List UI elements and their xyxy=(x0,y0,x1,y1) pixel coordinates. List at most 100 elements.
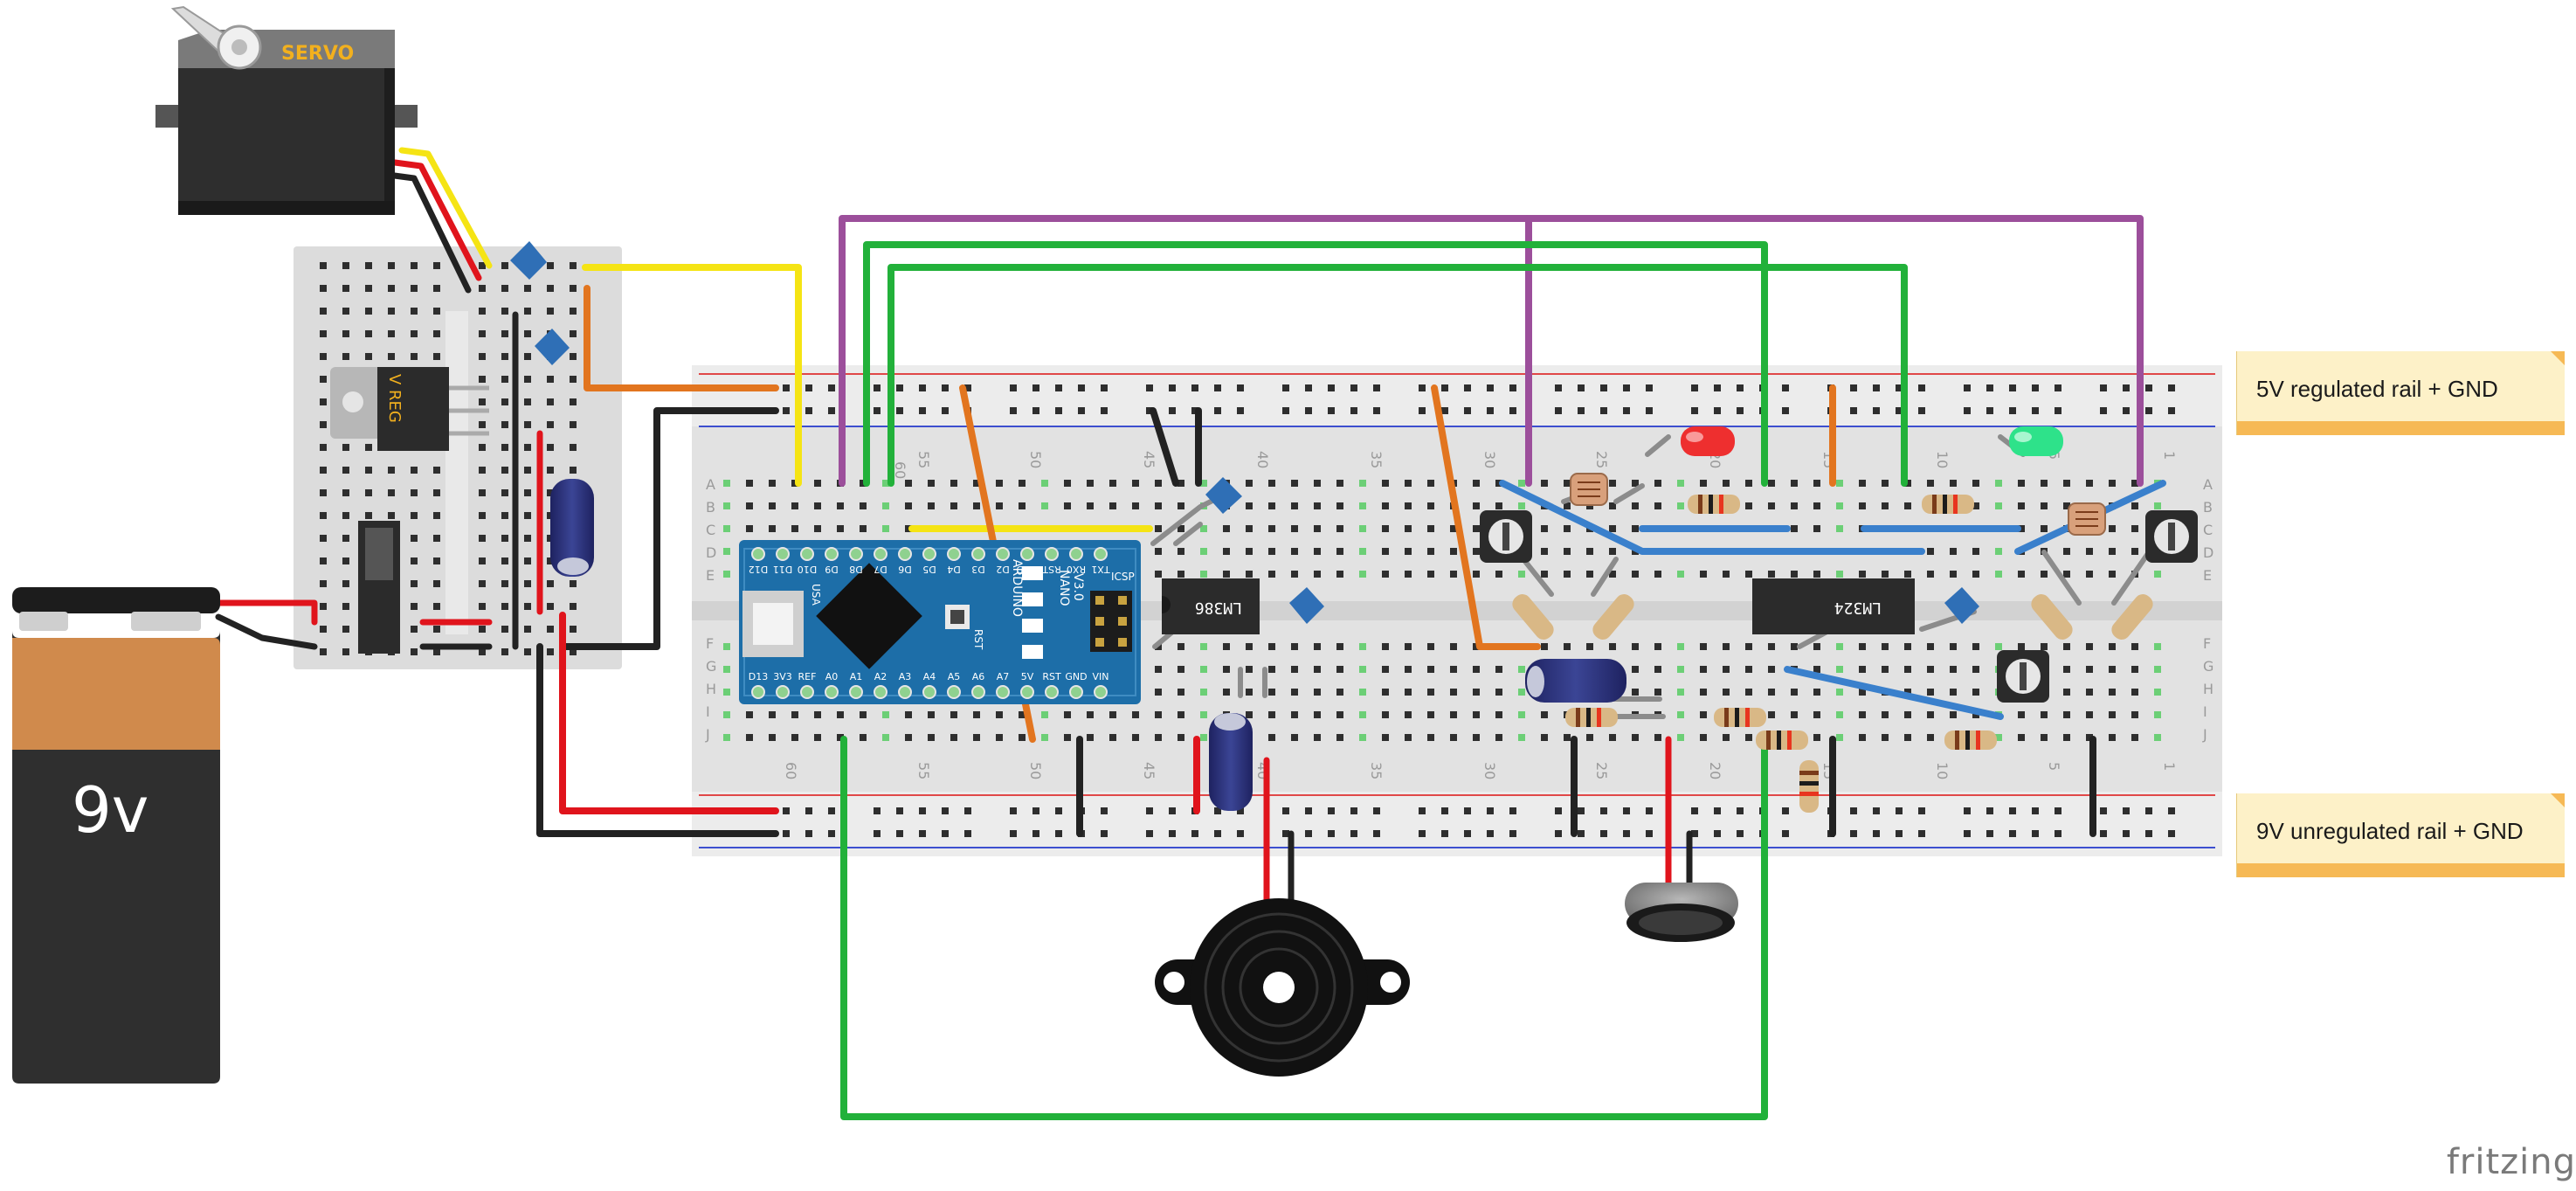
nano-pin-label-top: RX0 xyxy=(1067,564,1086,575)
breadboard-hole xyxy=(1473,666,1480,673)
breadboard-hole xyxy=(1178,571,1184,578)
nano-pin-label-bottom: A3 xyxy=(899,671,912,682)
breadboard-hole xyxy=(1359,689,1366,696)
wire-red-1 xyxy=(559,612,779,814)
breadboard-hole xyxy=(1745,480,1752,487)
breadboard-hole xyxy=(1464,807,1471,814)
resistors xyxy=(1512,495,2153,813)
breadboard-hole xyxy=(1041,502,1048,509)
breadboard-hole xyxy=(2123,384,2130,391)
breadboard-hole xyxy=(1450,734,1457,741)
breadboard-hole xyxy=(342,580,349,587)
breadboard-hole xyxy=(501,557,508,564)
breadboard-hole xyxy=(1541,548,1548,555)
breadboard-hole xyxy=(973,734,980,741)
breadboard-hole xyxy=(1473,502,1480,509)
note-fold xyxy=(2551,793,2565,807)
breadboard-hole xyxy=(570,262,577,269)
servo-body xyxy=(178,68,395,213)
breadboard-hole xyxy=(1101,830,1108,837)
breadboard-hole xyxy=(1268,689,1275,696)
breadboard-hole xyxy=(837,502,844,509)
breadboard-hole xyxy=(746,525,753,532)
breadboard-hole xyxy=(2086,571,2093,578)
breadboard-hole xyxy=(524,285,531,292)
breadboard-hole xyxy=(1405,525,1412,532)
battery-terminal-2 xyxy=(131,612,201,631)
breadboard-hole xyxy=(905,734,912,741)
breadboard-hole xyxy=(1441,407,1448,414)
col-num-10-bottom: 10 xyxy=(1934,762,1951,779)
nano-pin xyxy=(1045,685,1059,699)
breadboard-hole xyxy=(2109,734,2116,741)
breadboard-hole xyxy=(1646,807,1653,814)
breadboard-hole xyxy=(2086,689,2093,696)
breadboard-hole xyxy=(547,376,554,383)
breadboard-hole xyxy=(1677,480,1684,487)
trimmer-1 xyxy=(1480,510,1532,563)
row-letter-f: F xyxy=(706,635,714,652)
breadboard-hole xyxy=(570,467,577,474)
row-letter-h: H xyxy=(706,681,716,697)
breadboard-hole xyxy=(1427,480,1434,487)
breadboard-hole xyxy=(2109,689,2116,696)
breadboard-hole xyxy=(1200,643,1207,650)
breadboard-hole xyxy=(996,734,1003,741)
ceramic-capacitor-1 xyxy=(510,241,547,280)
breadboard-hole xyxy=(547,580,554,587)
breadboard-hole xyxy=(882,480,889,487)
row-letter-c: C xyxy=(706,522,715,538)
nano-pin-label-top: D3 xyxy=(971,564,984,575)
breadboard-hole xyxy=(1836,571,1843,578)
col-num-30-bottom: 30 xyxy=(1481,762,1498,779)
breadboard-hole xyxy=(1350,407,1357,414)
breadboard-hole xyxy=(2154,643,2161,650)
breadboard-hole xyxy=(1714,384,1721,391)
breadboard-hole xyxy=(1737,807,1744,814)
col-num-60-bottom: 60 xyxy=(783,762,799,779)
breadboard-hole xyxy=(411,308,418,315)
breadboard-hole xyxy=(1904,734,1911,741)
breadboard-hole xyxy=(1291,502,1298,509)
col-num-1-bottom: 1 xyxy=(2161,762,2178,771)
breadboard-hole xyxy=(411,467,418,474)
breadboard-hole xyxy=(1995,548,2002,555)
arduino-pin-headers: D12D13D113V3D10REFD9A0D8A1D7A2D6A3D5A4D4… xyxy=(749,547,1111,699)
breadboard-hole xyxy=(1972,711,1979,718)
breadboard-hole xyxy=(320,648,327,655)
breadboard-hole xyxy=(2055,407,2061,414)
breadboard-hole xyxy=(1768,711,1775,718)
breadboard-hole xyxy=(2131,711,2138,718)
breadboard-hole xyxy=(320,421,327,428)
breadboard-hole xyxy=(479,603,486,610)
breadboard-hole xyxy=(2109,548,2116,555)
breadboard-hole xyxy=(479,308,486,315)
row-letter-d-right: D xyxy=(2203,544,2213,561)
breadboard-hole xyxy=(1268,571,1275,578)
breadboard-hole xyxy=(2100,407,2107,414)
breadboard-hole xyxy=(1359,571,1366,578)
breadboard-hole xyxy=(2168,807,2175,814)
breadboard-hole xyxy=(433,330,440,337)
breadboard-hole xyxy=(479,353,486,360)
breadboard-hole xyxy=(1246,480,1253,487)
breadboard-hole xyxy=(547,308,554,315)
breadboard-hole xyxy=(411,330,418,337)
breadboard-hole xyxy=(1495,689,1502,696)
breadboard-hole xyxy=(1237,830,1244,837)
breadboard-hole xyxy=(1328,830,1335,837)
breadboard-hole xyxy=(2131,666,2138,673)
arduino-label-3: V3.0 xyxy=(1071,573,1085,601)
note-regulated: 5V regulated rail + GND xyxy=(2236,351,2565,435)
breadboard-hole xyxy=(2018,734,2025,741)
breadboard-hole xyxy=(501,512,508,519)
note-unregulated-text: 9V unregulated rail + GND xyxy=(2256,818,2524,844)
nano-pin xyxy=(776,685,790,699)
breadboard-hole xyxy=(388,262,395,269)
nano-pin xyxy=(874,547,887,561)
breadboard-hole xyxy=(769,480,776,487)
breadboard-hole xyxy=(433,580,440,587)
nano-pin xyxy=(849,685,863,699)
breadboard-hole xyxy=(479,376,486,383)
breadboard-hole xyxy=(1677,643,1684,650)
